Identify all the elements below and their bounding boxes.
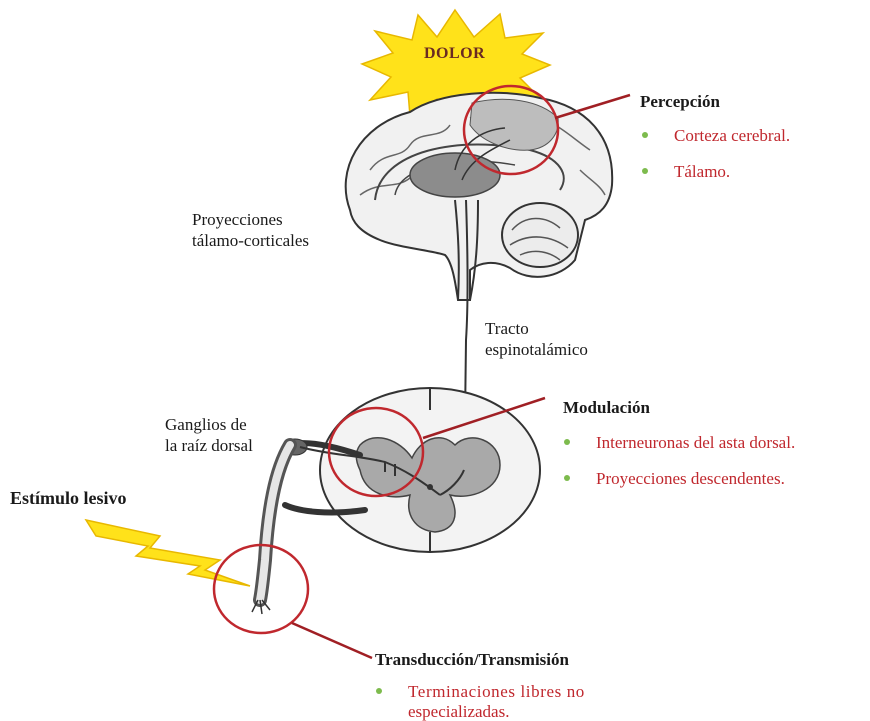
brain-illustration <box>346 93 613 300</box>
transduction-item-text: Terminaciones libres no <box>408 682 585 701</box>
modulation-item: Interneuronas del asta dorsal. <box>560 432 795 453</box>
perception-item: Tálamo. <box>638 161 790 182</box>
spinothalamic-line-2: espinotalámico <box>485 339 588 360</box>
perception-item-text: Tálamo. <box>674 162 730 181</box>
spinal-cord-section <box>252 388 540 614</box>
thalamocortical-line-1: Proyecciones <box>192 209 309 230</box>
bullet-dot-icon <box>564 475 570 481</box>
transduction-list: Terminaciones libres no especializadas. <box>372 681 585 721</box>
modulation-item-text: Proyecciones descendentes. <box>596 469 785 488</box>
modulation-item-text: Interneuronas del asta dorsal. <box>596 433 795 452</box>
spinothalamic-line-1: Tracto <box>485 318 588 339</box>
pain-label: DOLOR <box>424 45 485 63</box>
transduction-connector <box>292 623 372 658</box>
perception-list: Corteza cerebral. Tálamo. <box>638 125 790 182</box>
modulation-title: Modulación <box>563 398 650 418</box>
ganglia-line-1: Ganglios de <box>165 414 253 435</box>
transduction-item: Terminaciones libres no <box>372 681 585 702</box>
spinothalamic-tract-label: Tracto espinotalámico <box>485 318 588 360</box>
dorsal-root-ganglia-label: Ganglios de la raíz dorsal <box>165 414 253 456</box>
noxious-stimulus-label: Estímulo lesivo <box>10 488 127 509</box>
thalamocortical-projections-label: Proyecciones tálamo-corticales <box>192 209 309 251</box>
bullet-dot-icon <box>376 688 382 694</box>
thalamocortical-line-2: tálamo-corticales <box>192 230 309 251</box>
modulation-item: Proyecciones descendentes. <box>560 468 795 489</box>
bullet-dot-icon <box>642 132 648 138</box>
transduction-title: Transducción/Transmisión <box>375 650 569 670</box>
perception-item-text: Corteza cerebral. <box>674 126 790 145</box>
modulation-list: Interneuronas del asta dorsal. Proyeccio… <box>560 432 795 489</box>
perception-item: Corteza cerebral. <box>638 125 790 146</box>
noxious-stimulus-bolt-icon <box>86 520 250 586</box>
transduction-item-continued: especializadas. <box>372 702 585 721</box>
bullet-dot-icon <box>564 439 570 445</box>
perception-title: Percepción <box>640 92 720 112</box>
ganglia-line-2: la raíz dorsal <box>165 435 253 456</box>
bullet-dot-icon <box>642 168 648 174</box>
transduction-item-text-continued: especializadas. <box>408 702 509 721</box>
